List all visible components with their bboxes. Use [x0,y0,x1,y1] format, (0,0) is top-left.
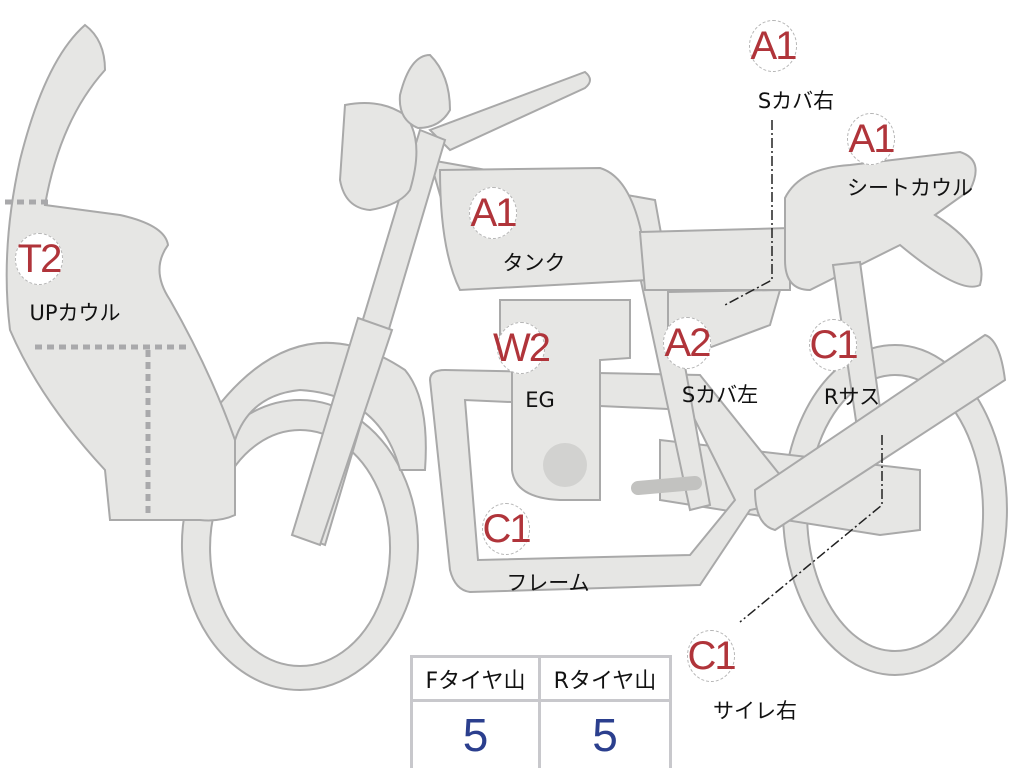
condition-code: A1 [470,190,518,235]
condition-badge: T2 [15,233,63,285]
part-label: Sカバ左 [681,383,759,407]
condition-badge: A1 [749,20,797,72]
condition-code: C1 [809,322,858,367]
seat [638,226,791,291]
condition-badge: A1 [469,187,517,239]
muffler [753,333,1007,532]
condition-code: A1 [750,23,798,68]
leader-line [739,435,883,623]
condition-code: W2 [493,325,551,370]
condition-code: C1 [687,633,736,678]
condition-badge: A1 [847,113,895,165]
front-tire-header: Fタイヤ山 [413,658,541,702]
upper-cowl [5,23,236,522]
condition-badge: A2 [663,317,711,369]
frame [428,368,802,594]
part-label: Sカバ右 [757,89,835,113]
front-tire-value: 5 [413,702,541,768]
condition-badge: C1 [687,630,737,682]
mirror [398,53,452,130]
part-label: タンク [502,251,566,275]
condition-badge: C1 [809,319,859,371]
part-label: シートカウル [847,176,973,200]
rear-tire-header: Rタイヤ山 [541,658,669,702]
part-label: フレーム [506,571,590,595]
part-label: UPカウル [29,301,121,325]
condition-badge: C1 [482,503,532,555]
part-label: EG [525,388,555,412]
headlight [338,102,418,212]
seat-cowl [784,150,983,292]
part-label: Rサス [823,385,881,409]
rear-wheel [781,344,1008,676]
condition-code: A1 [848,116,896,161]
condition-badge: W2 [493,322,551,374]
condition-code: T2 [17,236,63,281]
cowl-divider [5,199,190,515]
rear-tire-value: 5 [592,709,618,761]
handlebar [428,70,591,152]
condition-code: A2 [664,320,712,365]
engine-cover [543,443,587,487]
footpeg [631,476,702,495]
condition-code: C1 [482,506,531,551]
tire-tread-table: Fタイヤ山 Rタイヤ山 5 5 [410,655,672,768]
part-label: サイレ右 [713,699,797,723]
fork-guard [290,316,394,547]
